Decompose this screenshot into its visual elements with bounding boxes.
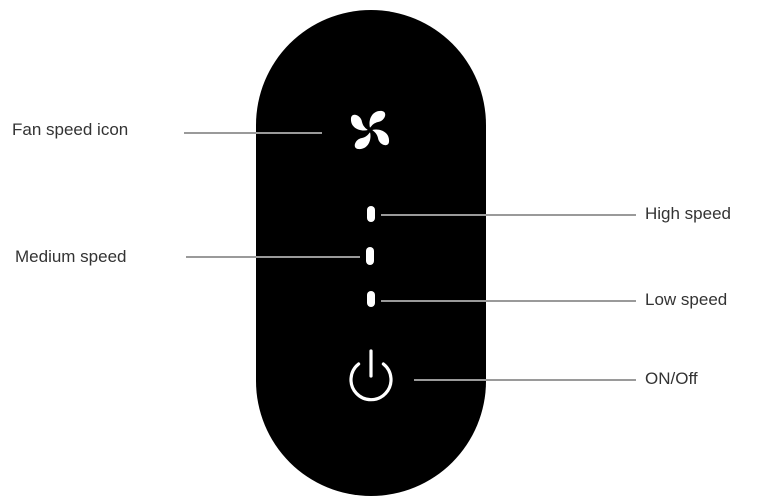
on-off-label: ON/Off	[645, 369, 698, 388]
low-speed-leader-line	[381, 300, 636, 302]
fan-speed-icon-label: Fan speed icon	[12, 120, 129, 139]
medium-speed-label: Medium speed	[15, 247, 127, 266]
fan-speed-icon-leader-line	[184, 132, 322, 134]
on-off-leader-line	[414, 379, 636, 381]
medium-speed-indicator	[366, 247, 374, 265]
fan-icon[interactable]	[342, 102, 398, 158]
power-icon[interactable]	[336, 344, 406, 414]
high-speed-leader-line	[381, 214, 636, 216]
low-speed-indicator	[367, 291, 375, 307]
low-speed-label: Low speed	[645, 290, 728, 309]
high-speed-indicator	[367, 206, 375, 222]
high-speed-label: High speed	[645, 204, 732, 223]
medium-speed-leader-line	[186, 256, 360, 258]
